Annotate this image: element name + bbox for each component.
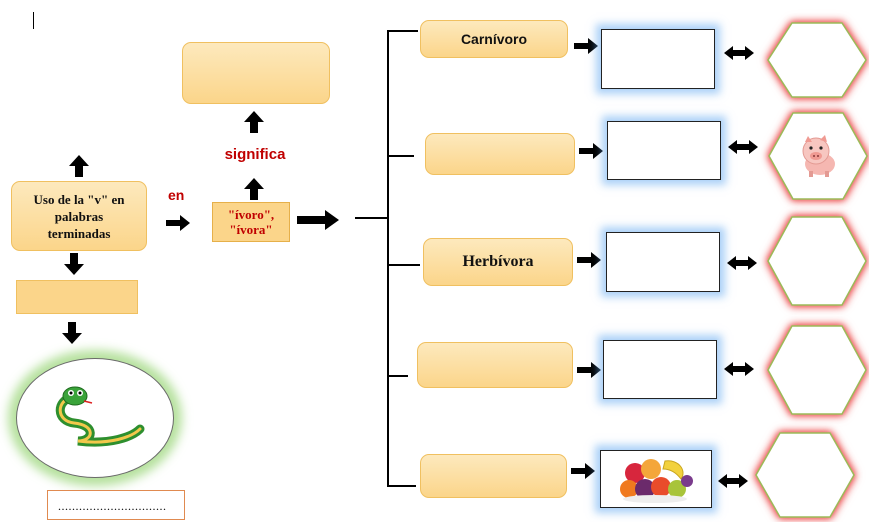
answer-box[interactable] (16, 280, 138, 314)
topic-box: Uso de la "v" en palabras terminadas (11, 181, 147, 251)
branch-tick (388, 30, 418, 32)
endings-label: "ívoro", "ívora" (227, 207, 275, 237)
arrow-up-icon (244, 111, 264, 133)
arrow-right-icon (166, 215, 190, 231)
arrow-right-icon (579, 143, 603, 159)
picture-hexagon[interactable] (767, 325, 867, 415)
example-box[interactable] (603, 340, 717, 399)
branch-stem (355, 217, 388, 219)
picture-hexagon[interactable] (767, 216, 867, 306)
category-box[interactable]: Herbívora (423, 238, 573, 286)
branch-tick (388, 375, 408, 377)
example-box[interactable] (601, 29, 715, 89)
example-box[interactable] (606, 232, 720, 292)
double-arrow-icon (718, 474, 748, 488)
picture-hexagon[interactable] (755, 432, 855, 518)
arrow-right-icon (577, 362, 601, 378)
endings-box: "ívoro", "ívora" (212, 202, 290, 242)
fruit-basket-icon (620, 459, 693, 503)
caption-dots: ............................... (58, 499, 167, 513)
significa-label: significa (224, 146, 286, 163)
en-label: en (168, 187, 185, 203)
topic-label: Uso de la "v" en palabras terminadas (33, 191, 125, 241)
snake-ellipse (16, 358, 174, 478)
pig-icon (802, 135, 835, 177)
arrow-right-icon (577, 252, 601, 268)
picture-hexagon[interactable] (767, 22, 867, 98)
caption-box[interactable]: ............................... (47, 490, 185, 520)
category-label: Carnívoro (460, 31, 528, 47)
arrow-up-icon (69, 155, 89, 177)
arrow-right-icon (571, 463, 595, 479)
category-box[interactable]: Carnívoro (420, 20, 568, 58)
category-label: Herbívora (462, 253, 534, 270)
meaning-box[interactable] (182, 42, 330, 104)
arrow-down-icon (62, 322, 82, 344)
example-box[interactable] (607, 121, 721, 180)
double-arrow-icon (728, 140, 758, 154)
branch-tick (388, 485, 416, 487)
branch-tick (388, 264, 420, 266)
text-cursor (33, 12, 34, 29)
category-box[interactable] (417, 342, 573, 388)
branch-tick (388, 155, 414, 157)
category-box[interactable] (420, 454, 567, 498)
double-arrow-icon (724, 362, 754, 376)
double-arrow-icon (727, 256, 757, 270)
arrow-down-icon (64, 253, 84, 275)
arrow-right-icon (297, 210, 339, 230)
snake-icon (55, 386, 145, 447)
branch-spine (387, 30, 389, 487)
example-box[interactable] (600, 450, 712, 508)
arrow-up-icon (244, 178, 264, 200)
arrow-right-icon (574, 38, 598, 54)
double-arrow-icon (724, 46, 754, 60)
category-box[interactable] (425, 133, 575, 175)
